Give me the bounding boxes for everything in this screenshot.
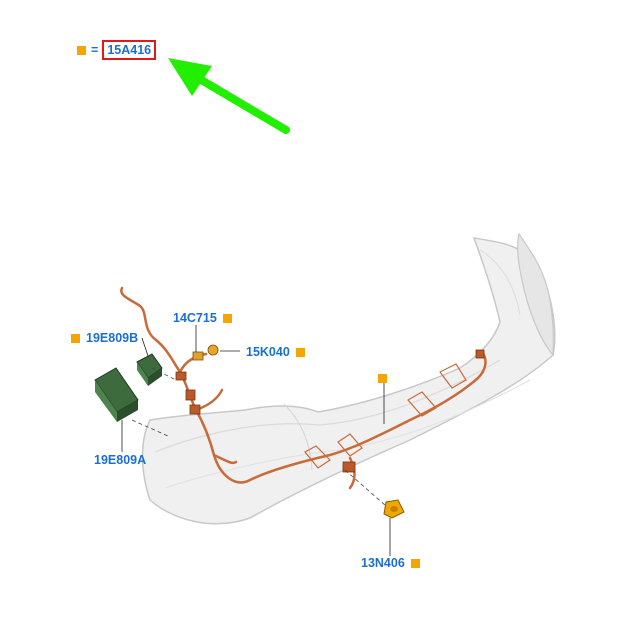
callout-19e809a[interactable]: 19E809A <box>94 453 146 467</box>
callout-14c715[interactable]: 14C715 <box>173 311 232 325</box>
pointer-arrow <box>168 58 290 134</box>
callout-label: 15K040 <box>246 345 290 359</box>
reference-legend: = 15A416 <box>77 40 157 60</box>
marker-square-icon <box>77 45 86 55</box>
callout-13n406[interactable]: 13N406 <box>361 556 420 570</box>
callout-label: 19E809B <box>86 331 139 345</box>
callout-label: 13N406 <box>361 556 405 570</box>
callout-19e809b[interactable]: 19E809B <box>71 331 138 345</box>
sensor-15k040 <box>207 344 219 356</box>
module-19e809b <box>136 353 163 386</box>
equals-sign: = <box>91 43 99 57</box>
fuse-14c715 <box>192 351 204 361</box>
reference-number[interactable]: 15A416 <box>102 40 157 60</box>
marker-square-icon <box>378 374 387 383</box>
marker-square-icon <box>71 333 80 343</box>
rear-bumper-cover <box>141 232 556 525</box>
leader-lines <box>121 325 391 556</box>
marker-square-icon <box>222 313 232 323</box>
harness-connectors <box>175 349 485 473</box>
callout-label: 19E809A <box>94 453 147 467</box>
sensor-13n406 <box>383 499 405 519</box>
callout-label: 14C715 <box>173 311 217 325</box>
callout-harness-marker[interactable] <box>378 374 387 383</box>
phantom-lines <box>131 367 387 507</box>
marker-square-icon <box>295 347 305 357</box>
module-19e809a <box>94 367 139 422</box>
marker-square-icon <box>410 558 420 568</box>
callout-15k040[interactable]: 15K040 <box>246 345 305 359</box>
